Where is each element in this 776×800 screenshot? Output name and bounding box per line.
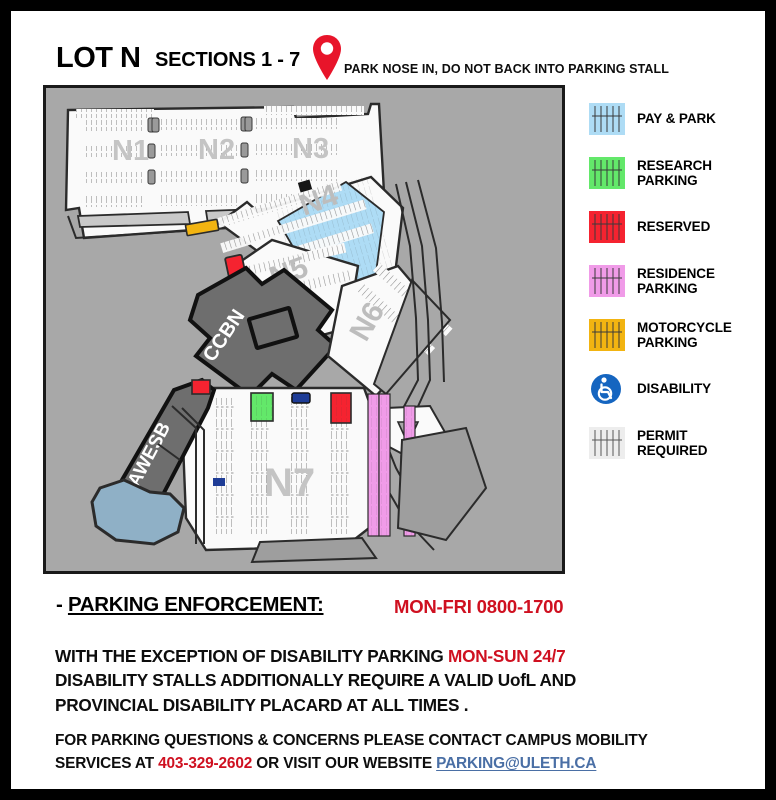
legend-item-research-parking[interactable]: RESEARCH PARKING (589, 149, 761, 197)
legend-label: RESIDENCE PARKING (637, 265, 715, 296)
legend-item-motorcycle-parking[interactable]: MOTORCYCLE PARKING (589, 311, 761, 359)
poster-sheet: LOT N SECTIONS 1 - 7 PARK NOSE IN, DO NO… (11, 11, 765, 789)
exception-line3: PROVINCIAL DISABILITY PLACARD AT ALL TIM… (55, 694, 469, 715)
legend-item-disability[interactable]: DISABILITY (589, 365, 761, 413)
exception-line1-prefix: WITH THE EXCEPTION OF DISABILITY PARKING (55, 646, 449, 666)
disability-exception-text: WITH THE EXCEPTION OF DISABILITY PARKING… (55, 644, 765, 717)
contact-line2-prefix: SERVICES AT (55, 755, 159, 773)
enforcement-label-text: PARKING ENFORCEMENT: (67, 593, 324, 616)
legend-label: RESERVED (637, 219, 711, 235)
page-title: LOT N (56, 42, 141, 74)
map-area-motorcycle-n4 (184, 218, 220, 237)
map-marker-n4 (297, 179, 313, 193)
legend-label: MOTORCYCLE PARKING (637, 319, 732, 350)
legend-item-residence-parking[interactable]: RESIDENCE PARKING (589, 257, 761, 305)
stall-hatch-swatch (589, 319, 625, 351)
legend-item-pay-and-park[interactable]: PAY & PARK (589, 95, 761, 143)
contact-line1: FOR PARKING QUESTIONS & CONCERNS PLEASE … (55, 732, 648, 749)
map-block-se (396, 426, 488, 542)
stall-hatch-swatch (589, 103, 625, 135)
sections-subtitle: SECTIONS 1 - 7 (155, 49, 301, 71)
poster-header: LOT N SECTIONS 1 - 7 PARK NOSE IN, DO NO… (11, 20, 765, 82)
building-ccbn: CCBN (187, 265, 339, 399)
map-legend: PAY & PARK RESEARCH PARKING (589, 95, 761, 473)
map-label-n2: N2 (198, 134, 235, 166)
lot-n7: N7 (180, 386, 417, 552)
map-label-n7: N7 (264, 461, 315, 505)
map-label-n3: N3 (292, 133, 329, 165)
legend-label: PAY & PARK (637, 111, 716, 127)
stall-hatch-swatch (589, 211, 625, 243)
map-canvas: N1 N2 N3 (46, 88, 562, 571)
enforcement-dash: - (56, 593, 68, 616)
contact-phone[interactable]: 403-329-2602 (158, 755, 253, 773)
park-nose-in-notice: PARK NOSE IN, DO NOT BACK INTO PARKING S… (344, 62, 670, 76)
stall-hatch-swatch (589, 157, 625, 189)
contact-line2-mid: OR VISIT OUR WEBSITE (252, 755, 437, 773)
building-awesb: AWESB (119, 377, 217, 511)
enforcement-hours: MON-FRI 0800-1700 (394, 596, 564, 617)
map-area-reserved-awesb (191, 379, 211, 395)
map-label-n1: N1 (112, 135, 149, 167)
legend-label: PERMIT REQUIRED (637, 427, 708, 458)
map-area-disability-n7-b (213, 478, 225, 486)
stall-hatch-swatch (589, 427, 625, 459)
parking-lot-map[interactable]: N1 N2 N3 (43, 85, 565, 574)
exception-line2: DISABILITY STALLS ADDITIONALLY REQUIRE A… (55, 670, 576, 691)
legend-item-reserved[interactable]: RESERVED (589, 203, 761, 251)
legend-label: RESEARCH PARKING (637, 157, 712, 188)
map-pin-icon (311, 34, 343, 82)
exception-line1-hours: MON-SUN 24/7 (448, 646, 566, 666)
stall-hatch-swatch (589, 265, 625, 297)
contact-website-link[interactable]: PARKING@ULETH.CA (436, 755, 597, 773)
contact-text: FOR PARKING QUESTIONS & CONCERNS PLEASE … (55, 729, 765, 775)
enforcement-label: - PARKING ENFORCEMENT: (56, 593, 324, 617)
map-area-disability-n7-a (291, 392, 311, 404)
wheelchair-icon (589, 373, 625, 405)
legend-label: DISABILITY (637, 381, 712, 397)
enforcement-row: - PARKING ENFORCEMENT: MON-FRI 0800-1700 (47, 589, 747, 623)
map-water-pond (90, 478, 186, 546)
legend-item-permit-required[interactable]: PERMIT REQUIRED (589, 419, 761, 467)
